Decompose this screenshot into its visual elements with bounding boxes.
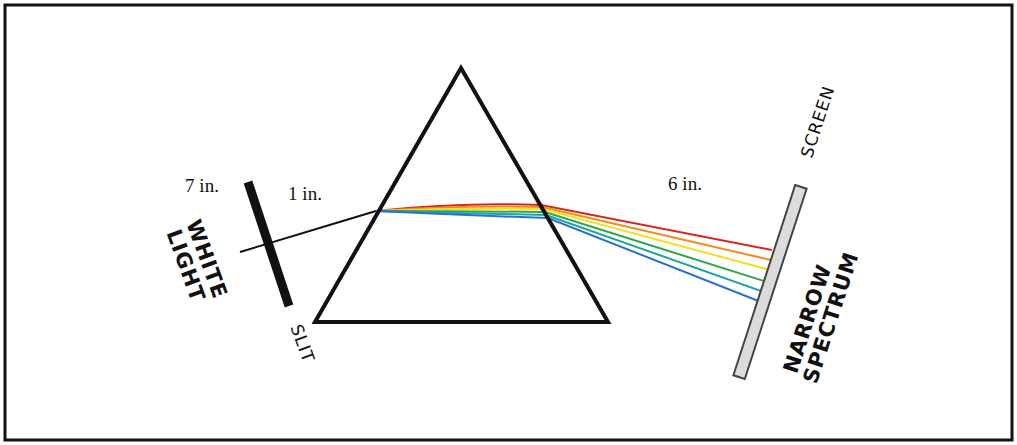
prism (315, 68, 608, 322)
dimension-label: 6 in. (668, 174, 702, 194)
dimension-label: 1 in. (288, 184, 322, 204)
dimension-label: 7 in. (185, 176, 219, 196)
frame (5, 5, 1012, 440)
white-light-ray (240, 211, 376, 252)
spectrum-rays (376, 204, 772, 302)
